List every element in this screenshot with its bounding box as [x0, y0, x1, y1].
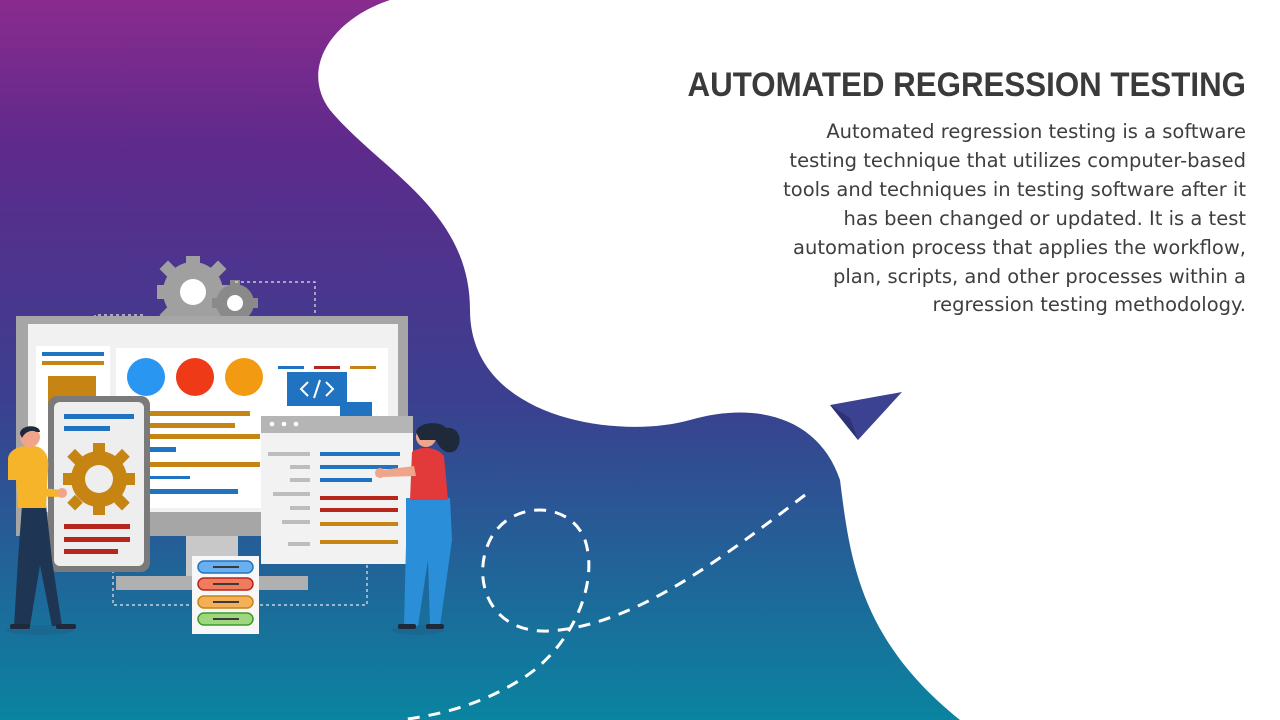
dotted-connectors	[94, 281, 368, 606]
paper-plane-icon	[800, 392, 902, 440]
gear-icon	[63, 443, 135, 515]
floating-window	[261, 416, 413, 564]
woman-figure	[375, 423, 460, 635]
code-icon	[299, 379, 335, 399]
gear-icon	[212, 280, 258, 326]
man-figure	[6, 426, 76, 635]
phone	[48, 396, 150, 572]
gear-icon	[157, 256, 229, 328]
background-gradient	[0, 0, 960, 720]
dashed-trail	[399, 493, 806, 720]
checklist-card	[192, 556, 259, 634]
slide-description: Automated regression testing is a softwa…	[783, 120, 1246, 317]
slide-title: AUTOMATED REGRESSION TESTING	[687, 66, 1246, 104]
